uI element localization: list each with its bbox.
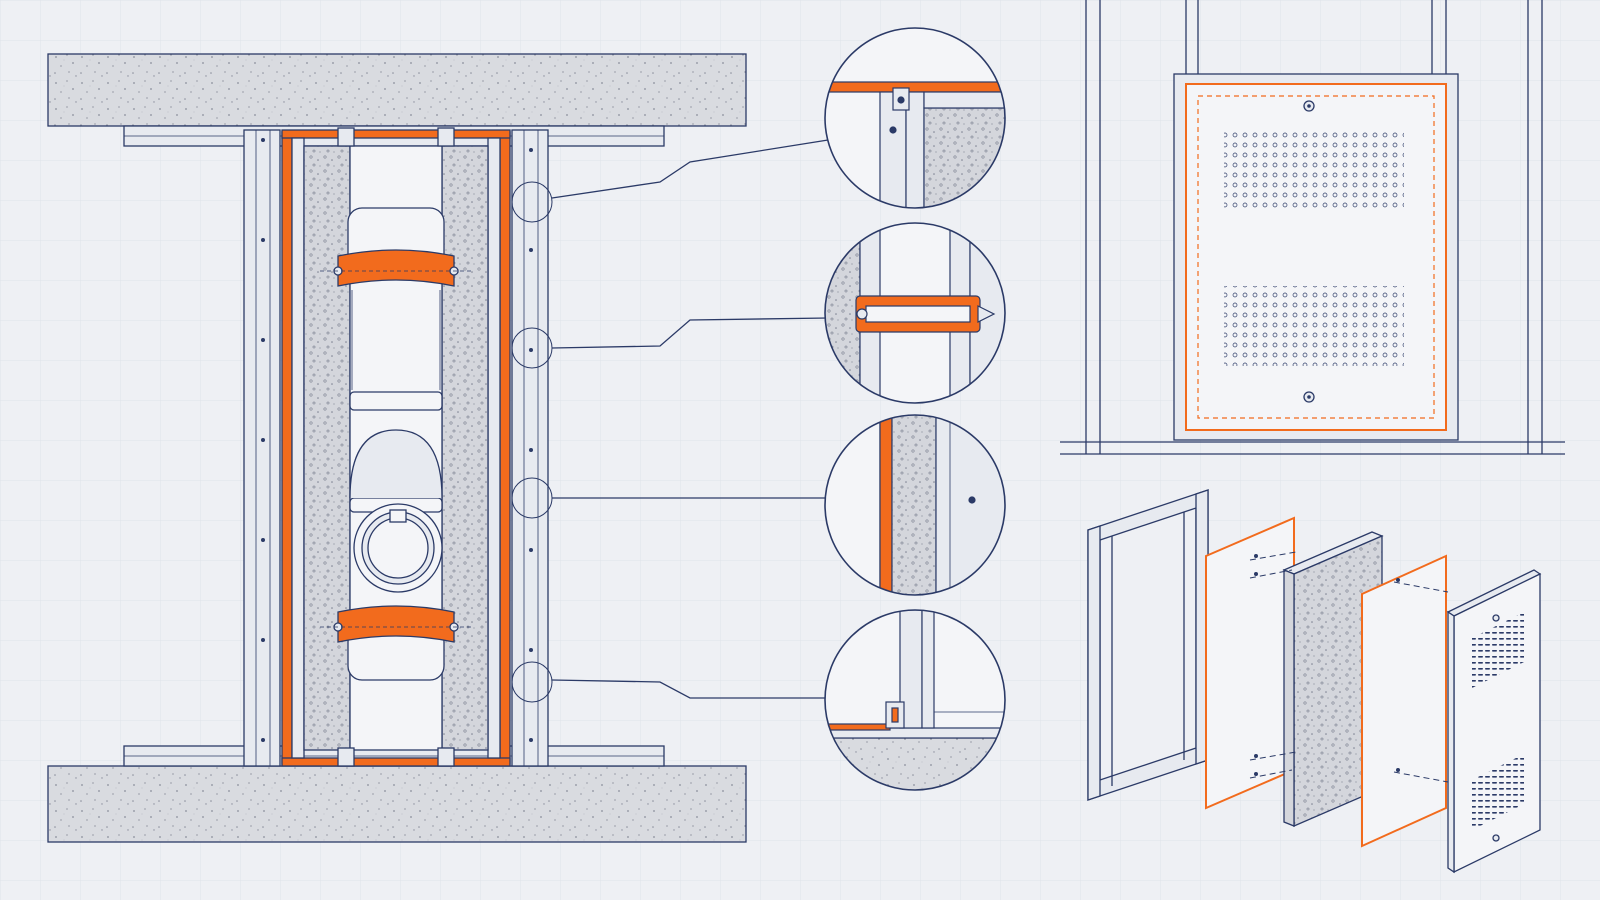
exploded-view [1087, 489, 1542, 874]
frame-right-outer [511, 129, 549, 767]
assembly-guide-lines [1249, 551, 1449, 783]
pipe-branch-fitting [349, 429, 443, 593]
bottom-concrete-slab [47, 765, 747, 843]
callout-marker-1 [511, 181, 553, 223]
orange-lining-left [281, 131, 293, 765]
top-concrete-slab [47, 53, 747, 127]
exploded-frame [1087, 489, 1209, 801]
insulation-left [303, 145, 351, 751]
pipe-clamp-upper [320, 249, 472, 287]
orange-lining-right [499, 131, 511, 765]
insulation-right [441, 145, 489, 751]
assembly-screws [1254, 554, 1400, 776]
perforation-block-lower [1224, 286, 1404, 366]
exploded-orange-board-1 [1205, 516, 1295, 810]
detail-circle-3 [824, 414, 1006, 596]
frame-left-outer [243, 129, 281, 767]
orange-lining-top [281, 129, 511, 139]
frame-screws [261, 138, 533, 742]
section-view [47, 53, 829, 843]
detail-circle-4 [824, 609, 1006, 791]
access-panel-elevation [1060, 0, 1565, 455]
callout-marker-4 [511, 661, 553, 703]
exploded-insulation-board [1282, 531, 1384, 827]
exploded-orange-board-2 [1361, 554, 1447, 848]
perforation-block-upper [1224, 130, 1404, 210]
panel-screw-bottom [1303, 391, 1315, 403]
exploded-perforated-panel [1446, 569, 1542, 874]
orange-lining-bottom [281, 757, 511, 767]
access-panel-door [1185, 83, 1447, 431]
leader-lines [551, 139, 829, 699]
panel-screw-top [1303, 100, 1315, 112]
pipe-clamp-lower [320, 605, 472, 643]
